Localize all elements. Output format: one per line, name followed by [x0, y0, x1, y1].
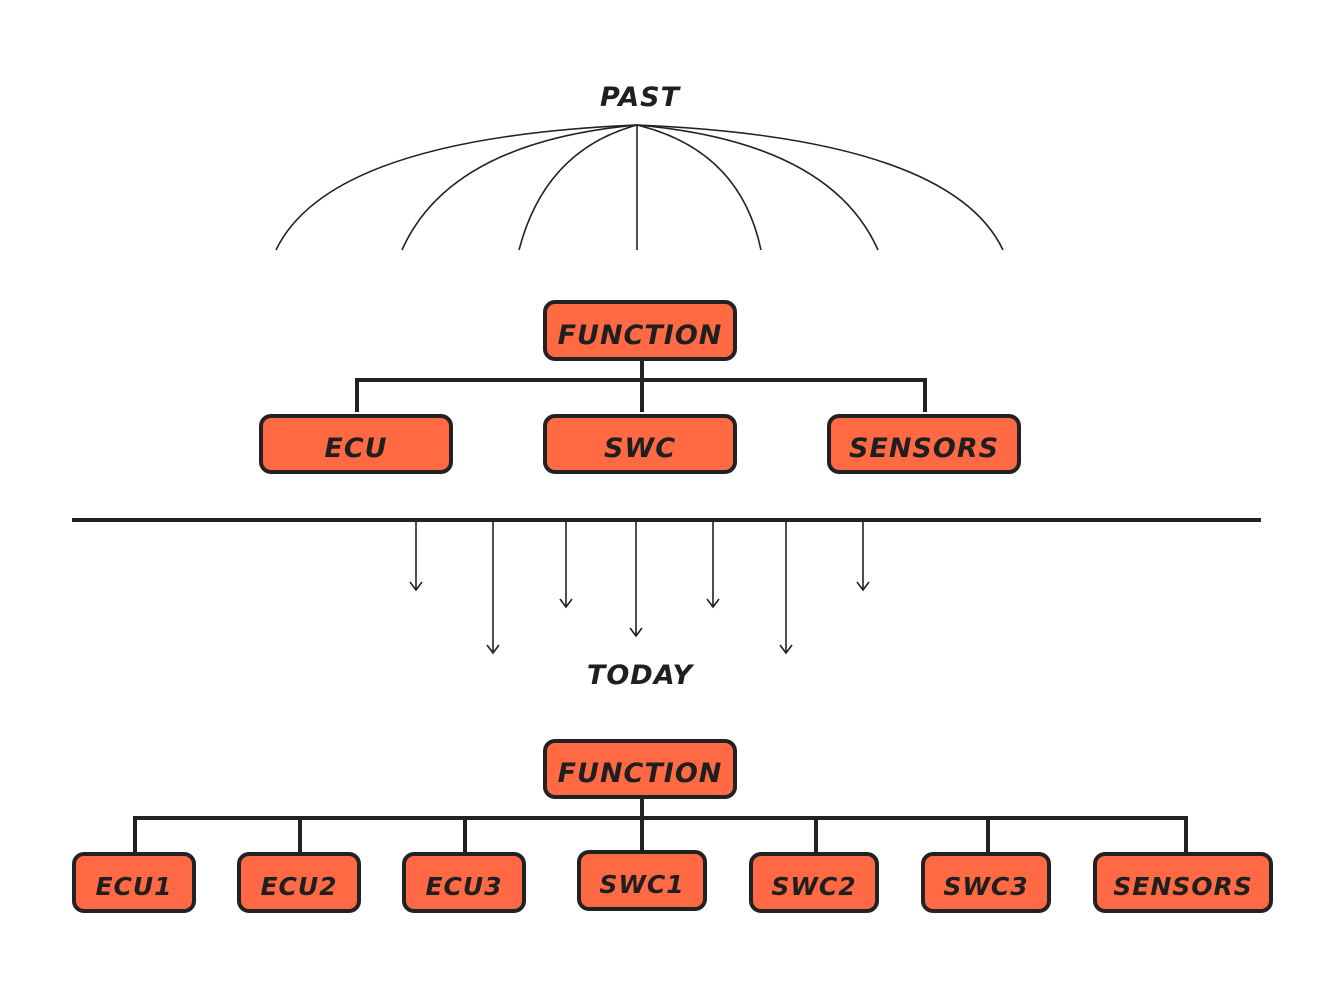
today-ecu3-label: ECU3: [425, 872, 502, 901]
past-function-label: FUNCTION: [558, 320, 723, 351]
today-connectors: [133, 797, 1188, 853]
today-sensors-node: SENSORS: [1093, 852, 1273, 913]
today-ecu1-node: ECU1: [72, 852, 196, 913]
today-swc2-node: SWC2: [749, 852, 879, 913]
past-sensors-label: SENSORS: [849, 433, 999, 464]
today-ecu2-label: ECU2: [260, 872, 337, 901]
past-title: PAST: [600, 82, 682, 113]
today-ecu2-node: ECU2: [237, 852, 361, 913]
past-swc-node: SWC: [543, 414, 737, 474]
today-function-label: FUNCTION: [558, 758, 723, 789]
today-function-node: FUNCTION: [543, 739, 737, 799]
today-swc1-label: SWC1: [599, 870, 684, 899]
today-ecu3-node: ECU3: [402, 852, 526, 913]
today-sensors-label: SENSORS: [1113, 872, 1253, 901]
past-fan-arcs: [275, 124, 1004, 251]
today-swc2-label: SWC2: [771, 872, 856, 901]
transition-arrows: [409, 522, 870, 655]
today-title: TODAY: [587, 660, 695, 691]
today-ecu1-label: ECU1: [95, 872, 172, 901]
past-swc-label: SWC: [604, 433, 676, 464]
past-ecu-label: ECU: [324, 433, 387, 464]
past-sensors-node: SENSORS: [827, 414, 1021, 474]
past-function-node: FUNCTION: [543, 300, 737, 361]
today-swc3-node: SWC3: [921, 852, 1051, 913]
past-connectors: [355, 359, 927, 412]
past-ecu-node: ECU: [259, 414, 453, 474]
today-swc3-label: SWC3: [943, 872, 1028, 901]
today-swc1-node: SWC1: [577, 850, 707, 911]
